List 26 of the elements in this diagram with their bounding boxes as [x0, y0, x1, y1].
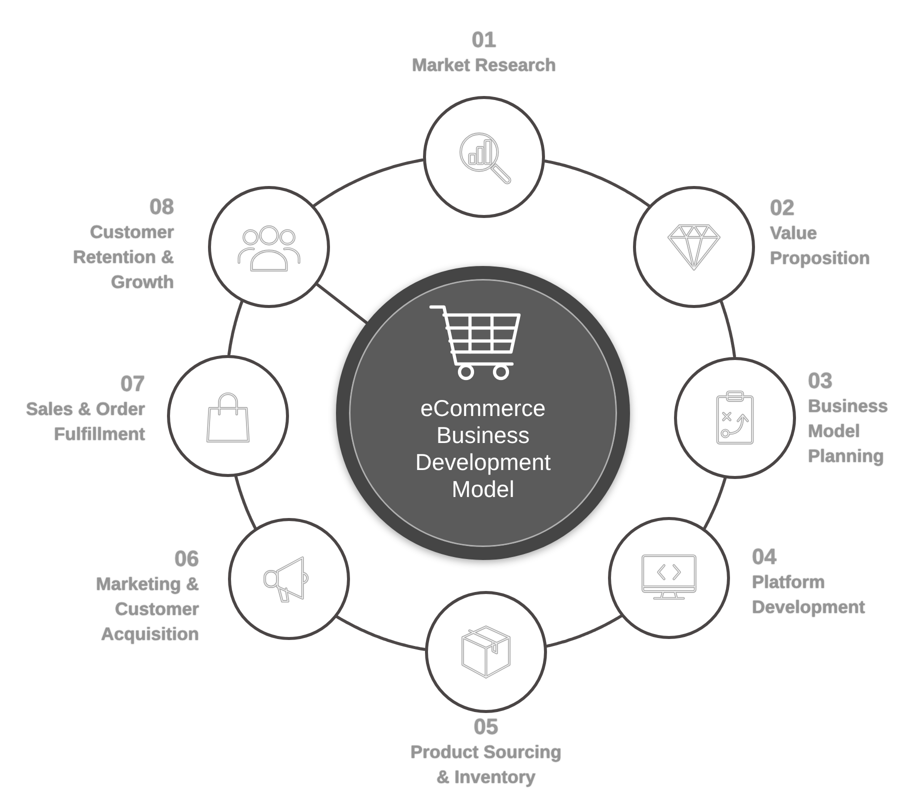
step-label: Customer Retention & Growth — [72, 221, 174, 294]
step-number: 04 — [752, 544, 776, 570]
step-label: Product Sourcing & Inventory — [409, 741, 562, 789]
step-label: Platform Development — [752, 571, 866, 619]
step-number: 03 — [808, 368, 832, 394]
step-number: 05 — [474, 714, 498, 740]
step-number: 01 — [472, 27, 496, 53]
step-label: Marketing & Customer Acquisition — [94, 573, 199, 646]
step-label: Business Model Planning — [808, 395, 890, 468]
hub-title: eCommerce Business Development Model — [414, 395, 552, 503]
step-number: 08 — [150, 194, 174, 220]
step-label: Market Research — [412, 54, 556, 77]
step-number: 02 — [770, 195, 794, 221]
ring-connector — [703, 476, 727, 530]
ring-connector — [335, 615, 426, 651]
connector-line — [316, 282, 368, 324]
ring-connector — [544, 160, 651, 208]
ring-connector — [720, 300, 736, 358]
step-label: Value Proposition — [770, 222, 871, 270]
ring-connector — [234, 475, 257, 530]
ring-connector — [312, 158, 424, 208]
step-number: 07 — [120, 371, 145, 397]
ring-connector — [546, 614, 623, 648]
ring-connector — [228, 300, 244, 356]
step-label: Sales & Order Fulfillment — [24, 398, 145, 446]
step-number: 06 — [174, 546, 199, 572]
